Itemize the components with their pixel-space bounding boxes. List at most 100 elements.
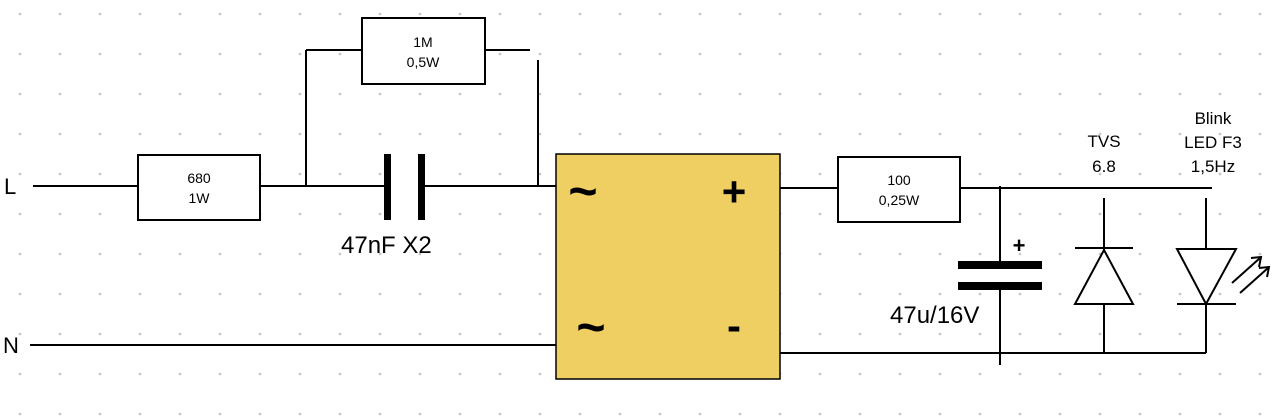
terminal-live-label: L (4, 174, 16, 199)
grid-dot (618, 52, 622, 56)
grid-dot (898, 412, 902, 416)
grid-dot (1258, 12, 1262, 16)
grid-dot (1178, 12, 1182, 16)
led-label-line3: 1,5Hz (1191, 157, 1235, 176)
grid-dot (858, 12, 862, 16)
grid-dot (18, 52, 22, 56)
grid-dot (1018, 292, 1022, 296)
grid-dot (58, 172, 62, 176)
grid-dot (1258, 332, 1262, 336)
grid-dot (378, 132, 382, 136)
grid-dot (178, 292, 182, 296)
grid-dot (178, 92, 182, 96)
grid-dot (938, 252, 942, 256)
grid-dot (138, 372, 142, 376)
electrolytic-polarity: + (1013, 233, 1026, 258)
bridge-ac-bottom: ~ (576, 299, 605, 355)
grid-dot (1218, 12, 1222, 16)
terminal-neutral-label: N (3, 333, 19, 358)
grid-dot (58, 212, 62, 216)
grid-dot (258, 12, 262, 16)
grid-dot (18, 292, 22, 296)
grid-dot (818, 372, 822, 376)
grid-dot (218, 372, 222, 376)
grid-dot (1098, 412, 1102, 416)
grid-dot (658, 52, 662, 56)
grid-dot (298, 412, 302, 416)
grid-dot (378, 252, 382, 256)
grid-dot (1218, 332, 1222, 336)
grid-dot (338, 372, 342, 376)
grid-dot (178, 332, 182, 336)
tvs-name: TVS (1087, 132, 1120, 151)
grid-dot (298, 12, 302, 16)
grid-dot (738, 52, 742, 56)
grid-dot (1218, 132, 1222, 136)
grid-dot (978, 172, 982, 176)
grid-dot (898, 92, 902, 96)
grid-dot (938, 292, 942, 296)
grid-dot (1258, 212, 1262, 216)
grid-dot (98, 132, 102, 136)
grid-dot (1058, 172, 1062, 176)
grid-dot (898, 52, 902, 56)
grid-dot (778, 12, 782, 16)
grid-dot (1058, 252, 1062, 256)
grid-dot (458, 172, 462, 176)
grid-dot (1098, 132, 1102, 136)
grid-dot (418, 372, 422, 376)
grid-dot (1178, 212, 1182, 216)
grid-dot (138, 412, 142, 416)
grid-dot (978, 92, 982, 96)
grid-dot (298, 252, 302, 256)
grid-dot (898, 372, 902, 376)
grid-dot (658, 12, 662, 16)
grid-dot (1258, 52, 1262, 56)
grid-dot (538, 172, 542, 176)
grid-dot (98, 292, 102, 296)
grid-dot (138, 292, 142, 296)
grid-dot (538, 212, 542, 216)
grid-dot (538, 52, 542, 56)
grid-dot (18, 172, 22, 176)
grid-dot (58, 372, 62, 376)
grid-dot (978, 412, 982, 416)
grid-dot (298, 52, 302, 56)
grid-dot (218, 52, 222, 56)
grid-dot (1138, 252, 1142, 256)
grid-dot (378, 292, 382, 296)
grid-dot (818, 132, 822, 136)
grid-dot (938, 372, 942, 376)
light-emission-arrows-icon (1231, 255, 1271, 294)
grid-dot (1098, 372, 1102, 376)
grid-dot (1218, 412, 1222, 416)
grid-dot (98, 412, 102, 416)
grid-dot (58, 12, 62, 16)
grid-dot (298, 172, 302, 176)
grid-dot (18, 412, 22, 416)
grid-dot (898, 132, 902, 136)
grid-dot (818, 252, 822, 256)
grid-dot (898, 332, 902, 336)
grid-dot (378, 372, 382, 376)
grid-dot (498, 132, 502, 136)
grid-dot (58, 52, 62, 56)
grid-dot (818, 212, 822, 216)
grid-dot (1218, 172, 1222, 176)
grid-dot (98, 172, 102, 176)
grid-dot (1018, 132, 1022, 136)
grid-dot (298, 372, 302, 376)
grid-dot (298, 92, 302, 96)
grid-dot (498, 372, 502, 376)
grid-dot (1058, 292, 1062, 296)
grid-dot (1258, 412, 1262, 416)
grid-dot (1258, 292, 1262, 296)
electrolytic-capacitor: + 47u/16V (890, 233, 1042, 329)
grid-dot (1138, 52, 1142, 56)
grid-dot (18, 252, 22, 256)
grid-dot (178, 372, 182, 376)
grid-dot (1138, 12, 1142, 16)
grid-dot (538, 332, 542, 336)
grid-dot (818, 412, 822, 416)
grid-dot (1018, 12, 1022, 16)
